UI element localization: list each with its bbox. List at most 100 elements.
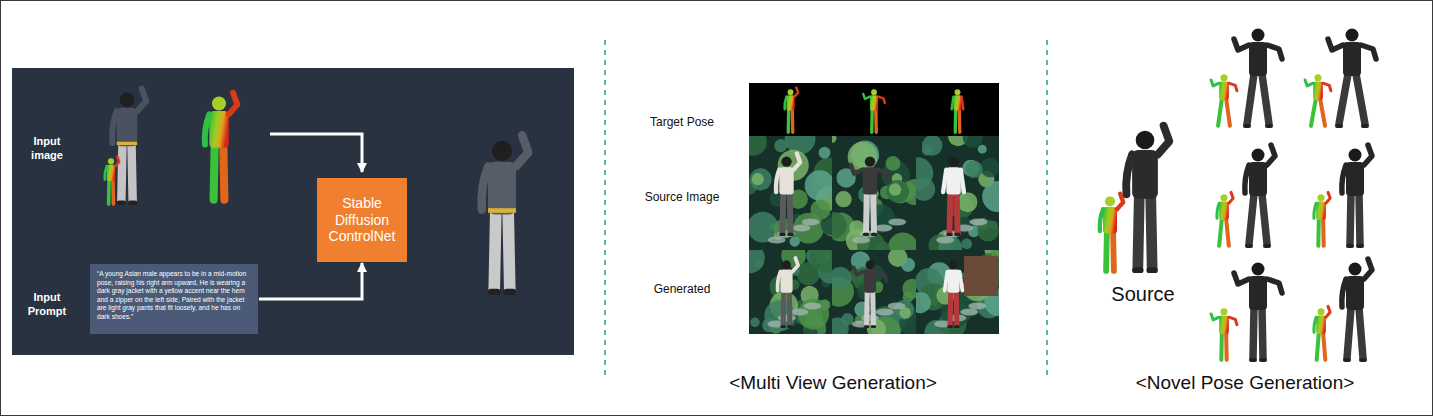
shoe (1261, 358, 1265, 362)
image-ground (916, 250, 999, 334)
head (1252, 263, 1265, 276)
head (212, 97, 226, 111)
torso (863, 167, 877, 194)
head (1317, 194, 1324, 201)
arm (137, 89, 146, 112)
arm (943, 170, 946, 192)
torso (117, 108, 137, 146)
shoe (872, 233, 875, 236)
head (1220, 194, 1227, 201)
person-figure (851, 156, 889, 234)
arm (776, 170, 779, 192)
foliage (749, 250, 765, 273)
torso (1249, 42, 1267, 76)
row-label: Generated (654, 282, 711, 296)
arm (960, 272, 963, 291)
foliage (752, 173, 764, 185)
prompt-box: “A young Asian male appears to be in a m… (90, 264, 258, 334)
panel-ground (12, 68, 574, 355)
cabin (964, 256, 998, 296)
row-label: Source Image (645, 190, 720, 204)
leg (1224, 333, 1229, 360)
scene-image (749, 250, 832, 334)
head (1252, 149, 1265, 162)
torso (1316, 202, 1326, 220)
shoe (865, 325, 868, 328)
torso (1346, 162, 1364, 196)
scene-image (832, 250, 916, 334)
arm (1364, 259, 1372, 279)
arm (1323, 83, 1331, 91)
shoe (491, 289, 497, 295)
foliage (819, 147, 831, 159)
person-figure (1234, 263, 1282, 361)
pose-image (832, 83, 916, 136)
leg (1226, 219, 1229, 246)
head (1105, 196, 1115, 206)
leg (1138, 196, 1139, 268)
leg (1253, 308, 1254, 358)
person-figure (778, 258, 799, 327)
stone (861, 315, 879, 322)
head (781, 156, 791, 166)
torso (1343, 42, 1361, 76)
arm (876, 272, 886, 282)
leg (1262, 194, 1267, 244)
shoe (789, 233, 792, 236)
arm (112, 111, 117, 143)
torso (947, 270, 959, 293)
shoe (872, 325, 875, 328)
leg (1321, 219, 1326, 246)
leg (1247, 74, 1254, 124)
arm (1217, 203, 1219, 218)
stone (874, 225, 892, 232)
pose-mesh (1305, 74, 1331, 126)
torso (870, 95, 878, 110)
scene-image (916, 250, 999, 334)
shoe (949, 325, 952, 328)
head (1220, 74, 1227, 81)
shoe (1251, 358, 1255, 362)
arm (1245, 165, 1249, 193)
foliage (749, 136, 767, 156)
arm (1267, 45, 1282, 59)
stone (803, 303, 821, 310)
head (1314, 74, 1321, 81)
pose-mesh (785, 88, 799, 133)
foliage (958, 192, 978, 212)
flow-arrow (270, 134, 362, 172)
head (108, 158, 114, 164)
foliage (922, 145, 933, 156)
leg (111, 180, 115, 204)
arm (1100, 209, 1103, 231)
head (1349, 263, 1362, 276)
person-figure (1328, 29, 1376, 127)
leg (1316, 219, 1321, 246)
stone (768, 237, 786, 244)
head (949, 260, 958, 269)
foliage (750, 318, 760, 328)
pose-mesh (1211, 308, 1237, 360)
leg (1262, 308, 1263, 358)
leg (954, 291, 960, 325)
arm (952, 97, 954, 110)
foliage (832, 267, 852, 290)
arm (1211, 314, 1219, 320)
image-ground (832, 83, 916, 136)
torso (779, 167, 793, 194)
leg (954, 110, 958, 133)
leg (1219, 219, 1222, 246)
stone (960, 309, 978, 316)
stone (888, 303, 906, 310)
input-label: Input image (18, 134, 76, 163)
pose-mesh (105, 157, 119, 205)
pose-mesh (863, 89, 885, 132)
shoe (1363, 124, 1367, 128)
leg (1356, 74, 1365, 124)
row-label: Target Pose (650, 115, 714, 129)
person-figure (1126, 126, 1169, 270)
person-figure (943, 156, 964, 234)
leg (121, 144, 122, 200)
leg (1359, 194, 1360, 244)
leg (958, 110, 962, 133)
